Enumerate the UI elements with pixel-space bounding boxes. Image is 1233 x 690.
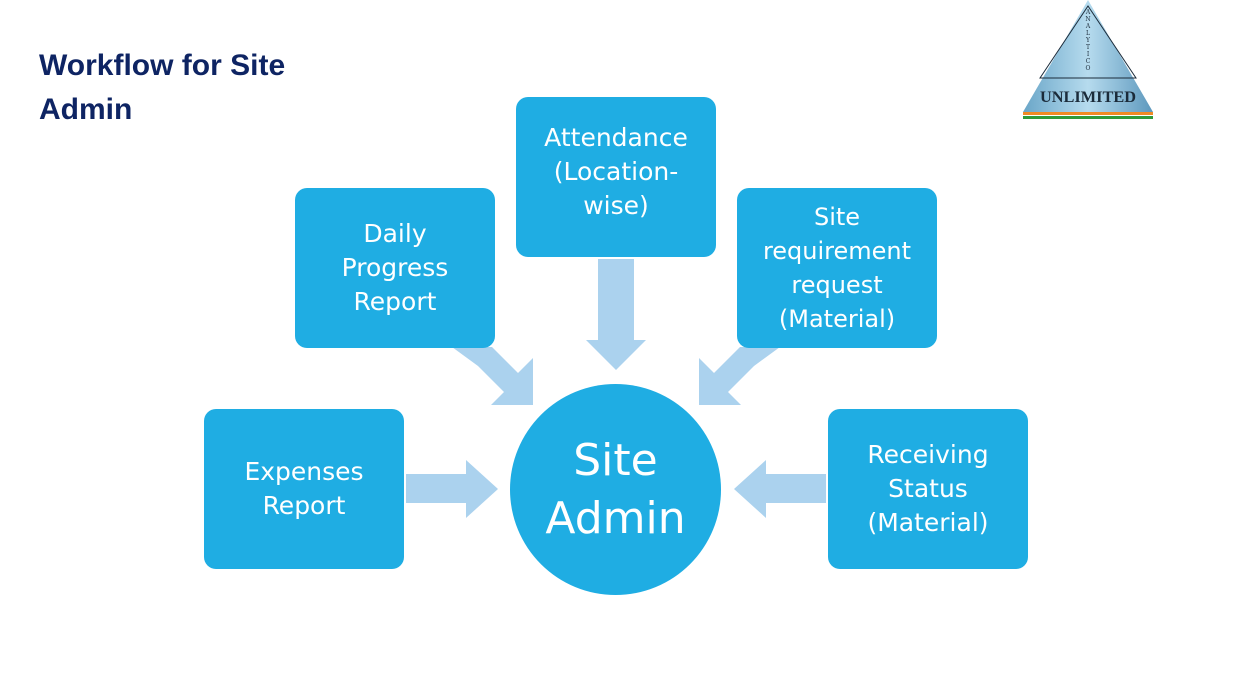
node-label-line: (Location- (553, 157, 679, 186)
node-label-line: Report (353, 287, 437, 316)
node-label-line: request (791, 271, 883, 299)
logo-white-stripe (1023, 115, 1153, 116)
node-label-line: wise) (583, 191, 649, 220)
logo-orange-stripe (1023, 112, 1153, 115)
node-label-line: requirement (762, 237, 912, 265)
node-label-line: (Material) (867, 508, 989, 537)
node-label-line: Attendance (544, 123, 688, 152)
logo-green-stripe (1023, 116, 1153, 119)
arrow-attendance-to-center (586, 259, 646, 370)
node-site-requirement-request: Site requirement request (Material) (737, 188, 937, 348)
node-label-line: Daily (363, 219, 427, 248)
node-daily-progress-report: Daily Progress Report (295, 188, 495, 348)
node-label-line: Receiving (867, 440, 989, 469)
node-label-line: Report (262, 491, 346, 520)
node-label-line: Site (813, 203, 861, 231)
arrow-expenses-to-center (406, 460, 498, 518)
node-expenses-report: Expenses Report (204, 409, 404, 569)
node-receiving-status: Receiving Status (Material) (828, 409, 1028, 569)
arrow-site-requirement-to-center (699, 347, 780, 405)
node-attendance: Attendance (Location- wise) (516, 97, 716, 257)
logo-triangle (1023, 0, 1153, 112)
node-label-line: Expenses (244, 457, 364, 486)
arrow-daily-progress-to-center (452, 347, 533, 405)
logo-main-text: UNLIMITED (1040, 89, 1136, 106)
page-title: Workflow for Site Admin (39, 49, 286, 126)
node-label-line: Progress (341, 253, 449, 282)
center-label-line1: Site (573, 434, 658, 486)
arrow-receiving-to-center (734, 460, 826, 518)
node-label-line: Status (888, 474, 968, 503)
center-label-line2: Admin (545, 492, 686, 544)
center-node-site-admin: Site Admin (510, 384, 721, 595)
logo-inner-triangle (1039, 5, 1137, 79)
node-label-line: (Material) (778, 305, 896, 333)
